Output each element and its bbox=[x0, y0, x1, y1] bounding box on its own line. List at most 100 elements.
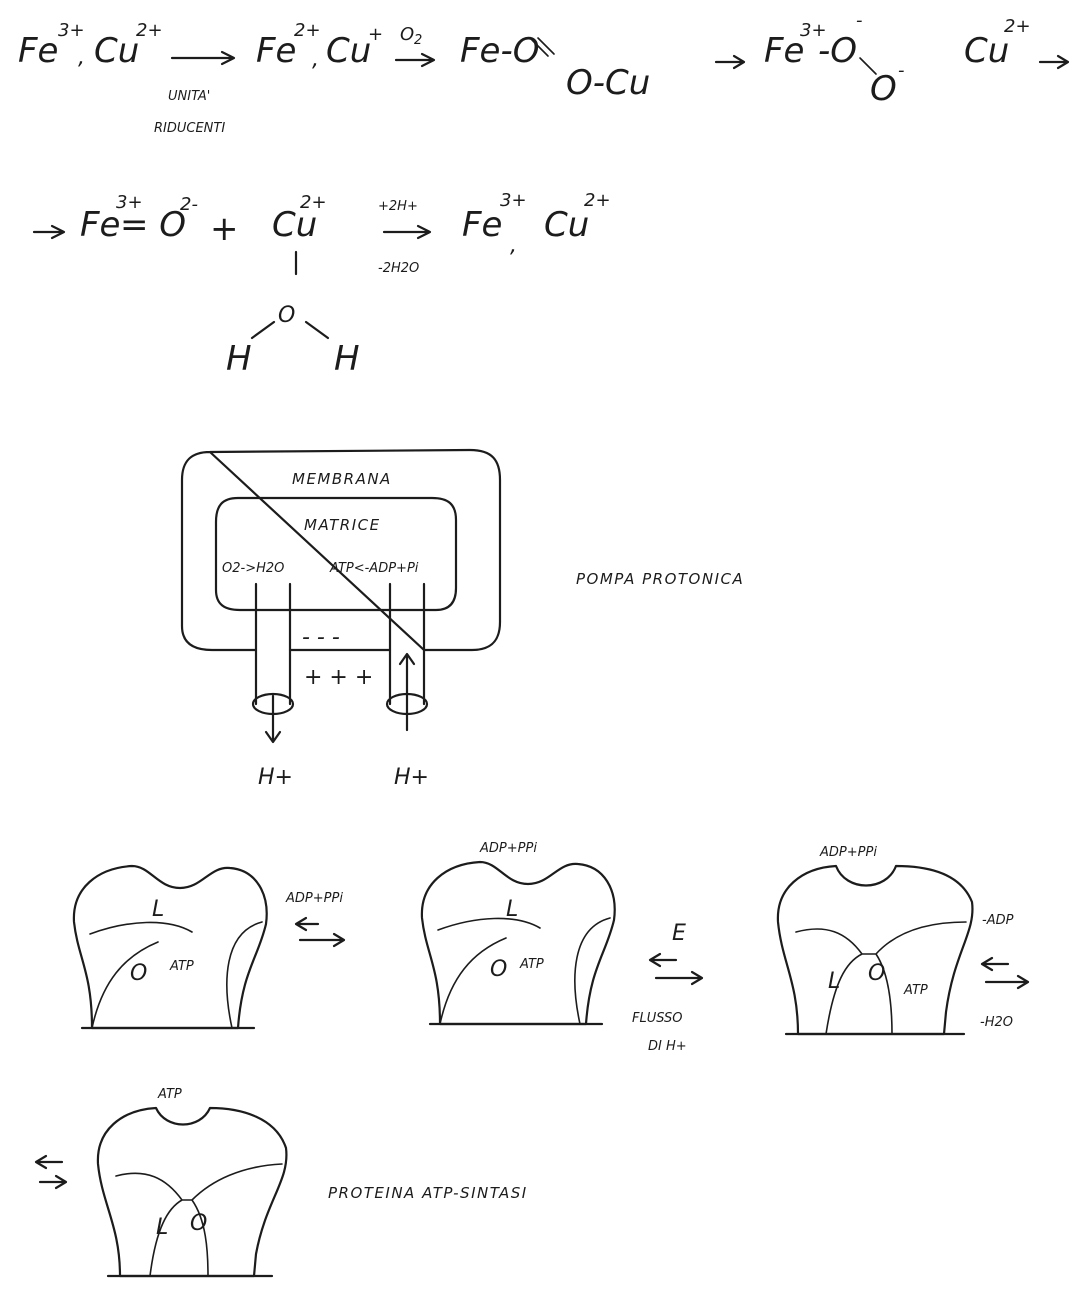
reaction-line-1: Fe 3+ , Cu 2+ UNITA' RIDUCENTI Fe 2+ , C… bbox=[18, 10, 1070, 136]
equilibrium-arrows bbox=[980, 956, 1030, 990]
cu-end-charge: 2+ bbox=[584, 190, 611, 211]
right-proton-channel bbox=[388, 582, 426, 706]
cu-charge: 2+ bbox=[300, 192, 327, 213]
positive-charges: + + + bbox=[304, 665, 373, 690]
o-bottom: O bbox=[870, 69, 897, 109]
proton-pump-caption: POMPA PROTONICA bbox=[576, 570, 744, 588]
comma: , bbox=[510, 233, 517, 258]
fe3-symbol: Fe bbox=[18, 31, 58, 71]
proton-pump-diagram: MEMBRANA MATRICE O2->H2O ATP<-ADP+Pi H+ … bbox=[180, 448, 744, 790]
synthase-unit-2: ADP+PPi L ATP O bbox=[420, 841, 616, 1026]
cu1-symbol: Cu bbox=[326, 31, 371, 71]
oxo-charge: 2- bbox=[180, 194, 198, 215]
step-2-energy-label: E bbox=[672, 921, 686, 946]
site-label: ATP bbox=[903, 983, 928, 998]
plus-2h-label: +2H+ bbox=[378, 199, 418, 214]
water-h-right: H bbox=[334, 339, 360, 379]
site-label: O bbox=[190, 1211, 207, 1236]
oo-bond bbox=[859, 57, 877, 75]
water-oxygen: O bbox=[278, 303, 295, 328]
cu2-symbol: Cu bbox=[94, 31, 139, 71]
equilibrium-arrows bbox=[34, 1154, 68, 1190]
step-2-flow-label-2: DI H+ bbox=[648, 1039, 687, 1054]
site-label: ATP bbox=[169, 959, 194, 974]
site-label: ATP bbox=[519, 957, 544, 972]
reducing-units-label-2: RIDUCENTI bbox=[154, 121, 225, 136]
o2-label: O bbox=[400, 24, 414, 45]
reducing-units-label-1: UNITA' bbox=[168, 89, 210, 104]
synthase-unit-1: L ATP O bbox=[72, 864, 268, 1030]
site-label: L bbox=[152, 897, 164, 922]
step-3-bottom-label: -H2O bbox=[980, 1015, 1013, 1030]
site-label: O bbox=[868, 961, 885, 986]
reaction-arrow bbox=[394, 52, 436, 68]
plus-sign: + bbox=[210, 209, 239, 249]
o-minus-charge: - bbox=[856, 10, 863, 31]
fe2-charge: 2+ bbox=[294, 20, 321, 41]
cu1-charge: + bbox=[368, 24, 383, 45]
negative-charges: - - - bbox=[302, 625, 340, 650]
reaction-arrow bbox=[170, 50, 236, 66]
oxo-group: = O bbox=[120, 205, 186, 245]
fe3-symbol: Fe bbox=[80, 205, 120, 245]
unit-top-label: ADP+PPi bbox=[479, 841, 537, 856]
water-h-left: H bbox=[226, 339, 252, 379]
outer-membrane bbox=[180, 448, 502, 652]
atp-synthesis-reaction: ATP<-ADP+Pi bbox=[329, 561, 419, 576]
minus-2h2o-label: -2H2O bbox=[378, 261, 419, 276]
o2-subscript: 2 bbox=[414, 33, 422, 48]
reaction-arrow bbox=[382, 224, 432, 240]
reaction-arrow bbox=[32, 224, 66, 240]
oxygen-reduction-reaction: O2->H2O bbox=[222, 561, 284, 576]
water-bond-left bbox=[250, 320, 276, 340]
fe3-end-symbol: Fe bbox=[462, 205, 502, 245]
site-label: L bbox=[156, 1215, 168, 1240]
left-proton-arrow bbox=[264, 694, 282, 744]
synthase-unit-4: ATP L O bbox=[96, 1087, 288, 1278]
peroxo-bond bbox=[531, 37, 555, 57]
comma: , bbox=[78, 45, 85, 70]
step-2-flow-label-1: FLUSSO bbox=[632, 1011, 683, 1026]
step-1-label: ADP+PPi bbox=[285, 891, 343, 906]
unit-top-label: ATP bbox=[157, 1087, 182, 1102]
reaction-line-2: Fe 3+ = O 2- + Cu 2+ O H H +2H+ -2H2O Fe… bbox=[32, 190, 611, 379]
equilibrium-arrows bbox=[648, 952, 704, 986]
matrix-boundary bbox=[214, 496, 458, 612]
cu-symbol: Cu bbox=[272, 205, 317, 245]
fe3-charge: 3+ bbox=[116, 192, 143, 213]
right-proton-arrow bbox=[398, 652, 416, 732]
site-label: L bbox=[506, 897, 518, 922]
membrane-label: MEMBRANA bbox=[292, 470, 392, 488]
left-proton-channel bbox=[254, 582, 292, 706]
fe3-end-charge: 3+ bbox=[500, 190, 527, 211]
cu-end-symbol: Cu bbox=[544, 205, 589, 245]
matrix-label: MATRICE bbox=[304, 516, 381, 534]
reaction-arrow bbox=[714, 54, 746, 70]
cu2-charge: 2+ bbox=[136, 20, 163, 41]
cu2b-charge: 2+ bbox=[1004, 16, 1031, 37]
peroxo-fe: Fe-O bbox=[460, 31, 540, 71]
left-proton-label: H+ bbox=[258, 765, 293, 790]
unit-top-label: ADP+PPi bbox=[819, 845, 877, 860]
equilibrium-arrows bbox=[294, 916, 346, 948]
o-bottom-charge: - bbox=[898, 60, 905, 81]
comma: , bbox=[312, 47, 319, 72]
right-proton-label: H+ bbox=[394, 765, 429, 790]
site-label: O bbox=[130, 961, 147, 986]
cu2b-symbol: Cu bbox=[964, 31, 1009, 71]
atp-synthase-sequence: L ATP O ADP+PPi ADP+PPi L ATP O E FLUSSO… bbox=[34, 841, 1030, 1278]
atp-synthase-caption: PROTEINA ATP-SINTASI bbox=[328, 1184, 528, 1202]
site-label: O bbox=[490, 957, 507, 982]
peroxo-cu: O-Cu bbox=[566, 63, 650, 103]
fe3b-symbol: Fe bbox=[764, 31, 804, 71]
fe3-charge: 3+ bbox=[58, 20, 85, 41]
fe3b-charge: 3+ bbox=[800, 20, 827, 41]
site-label: L bbox=[828, 969, 840, 994]
fe2-symbol: Fe bbox=[256, 31, 296, 71]
reaction-arrow bbox=[1038, 54, 1070, 70]
o-minus: -O bbox=[818, 31, 857, 71]
synthase-unit-3: ADP+PPi L O ATP bbox=[776, 845, 974, 1036]
step-3-top-label: -ADP bbox=[982, 913, 1014, 928]
